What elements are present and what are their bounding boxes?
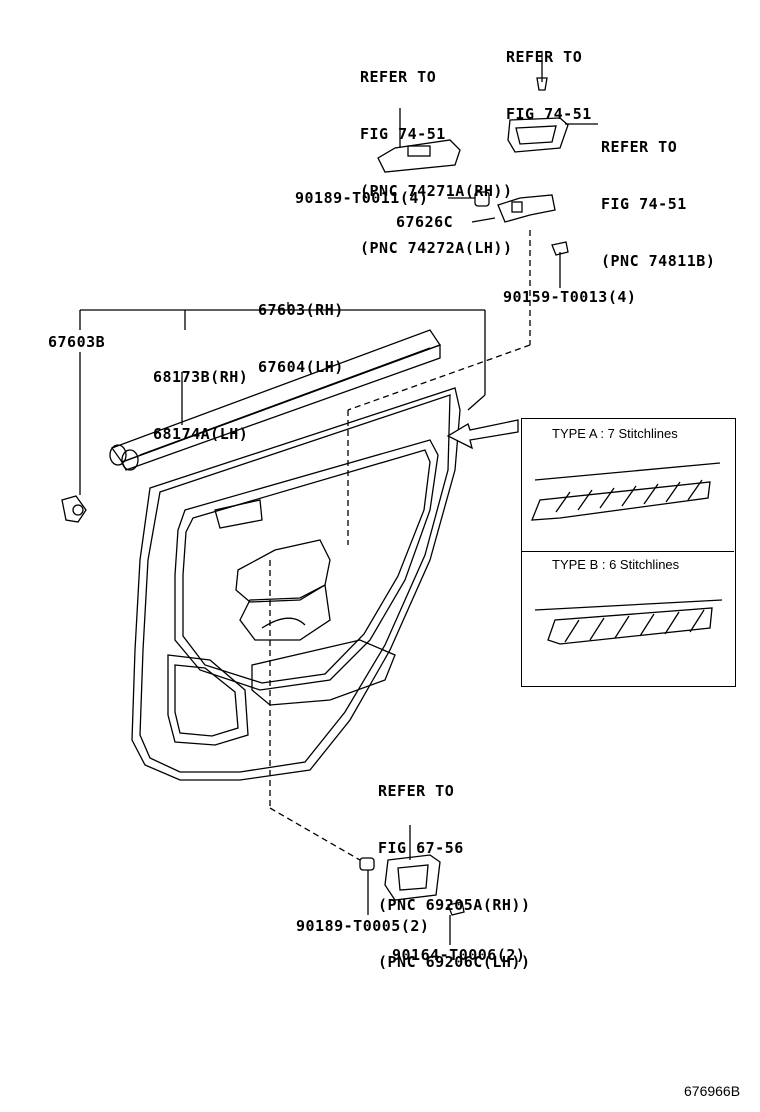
refer-cup-label: REFER TO FIG 74-51 (PNC 74811B) — [601, 138, 716, 270]
part-67626c: 67626C — [396, 213, 454, 231]
inset-sketches — [531, 462, 723, 645]
diagram-id: 676966B — [684, 1083, 741, 1099]
inset-divider — [521, 551, 734, 552]
part-trim-label: 67603(RH) 67604(LH) — [258, 301, 344, 376]
part-90159-t0013: 90159-T0013(4) — [503, 288, 637, 306]
inset-type-a-label: TYPE A : 7 Stitchlines — [552, 426, 678, 441]
door-trim-panel — [131, 387, 461, 781]
leader-lines — [79, 53, 598, 945]
refer-switch-label: REFER TO FIG 74-51 (PNC 74271A(RH)) (PNC… — [360, 68, 513, 257]
part-90189-t0005: 90189-T0005(2) — [296, 917, 430, 935]
inset-type-b-label: TYPE B : 6 Stitchlines — [552, 557, 680, 572]
part-90189-t0011: 90189-T0011(4) — [295, 189, 429, 207]
inset-frame — [521, 418, 736, 687]
weatherstrip — [109, 329, 441, 471]
refer-handle-label: REFER TO FIG 67-56 (PNC 69205A(RH)) (PNC… — [378, 782, 531, 971]
part-90164-t0006: 90164-T0006(2) — [392, 946, 526, 964]
refer-top-right-label: REFER TO FIG 74-51 — [506, 48, 592, 123]
small-parts — [61, 77, 569, 916]
part-67603b: 67603B — [48, 333, 106, 351]
part-weatherstrip-label: 68173B(RH) 68174A(LH) — [153, 368, 249, 443]
insertion-arrow — [446, 419, 519, 450]
